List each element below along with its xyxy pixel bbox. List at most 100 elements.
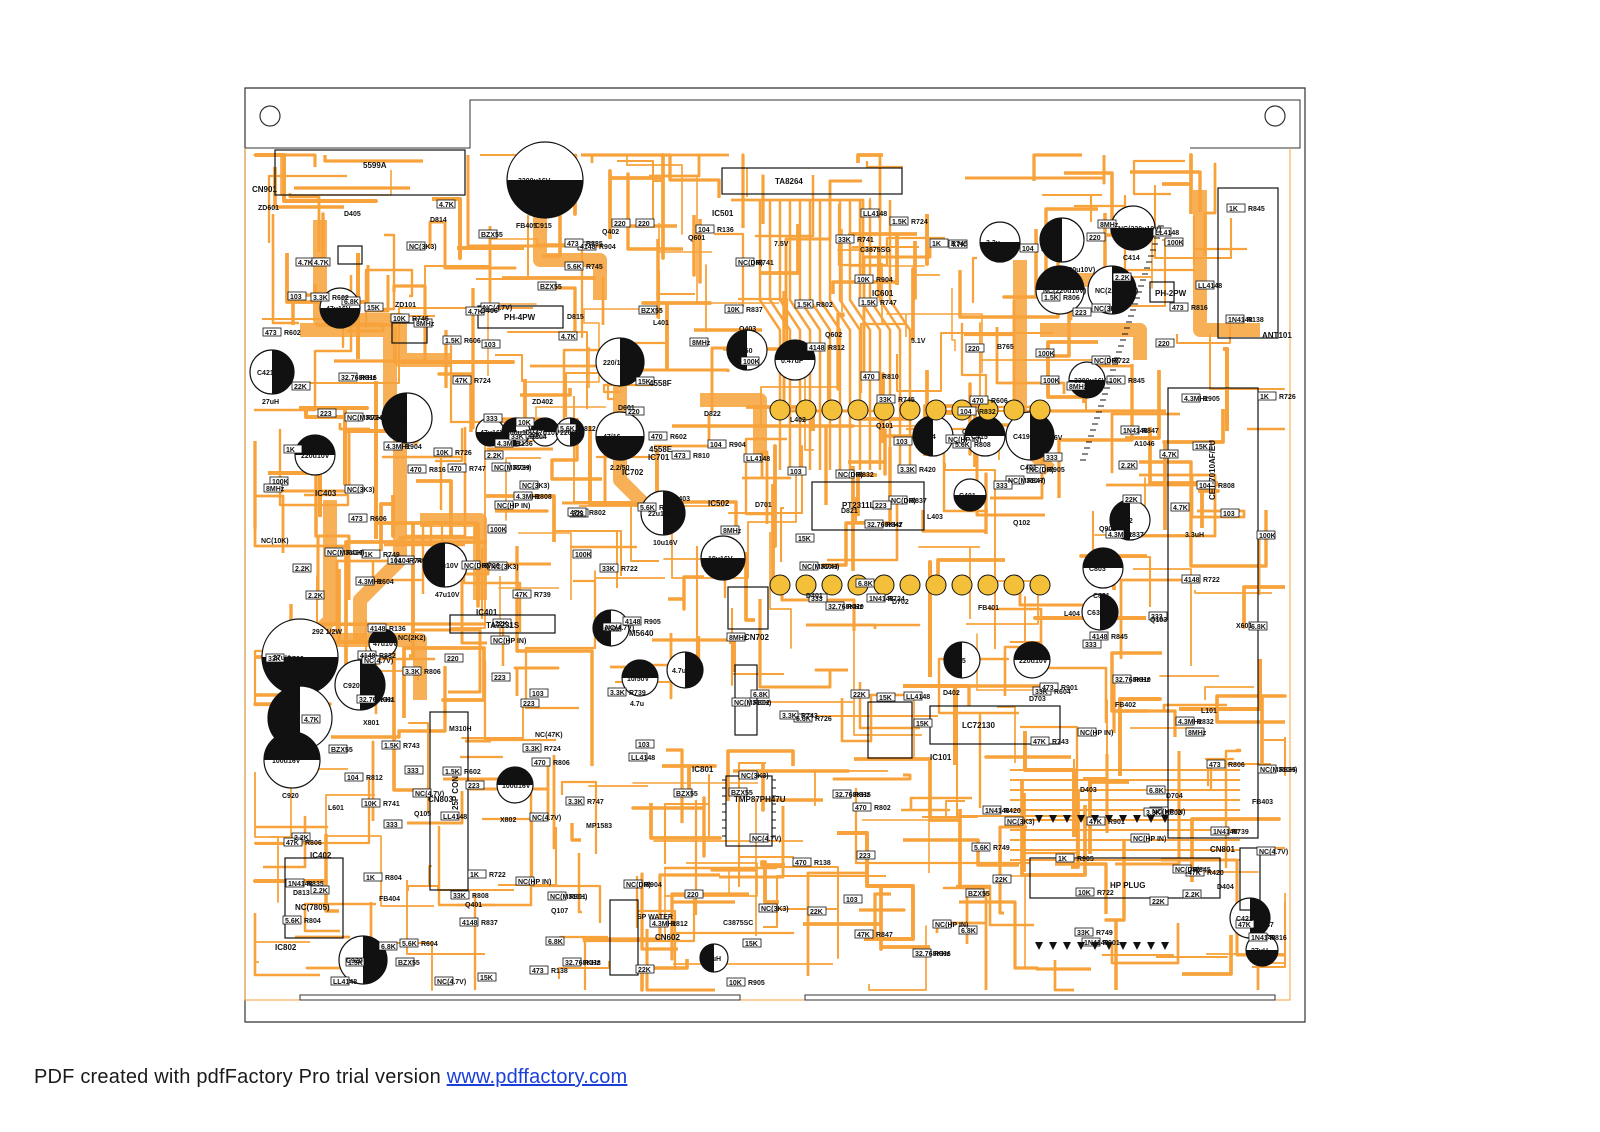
smd-resistor <box>720 525 740 535</box>
silk-label: R743 <box>801 713 818 720</box>
signal-trace <box>582 873 720 941</box>
silk-label: 22K <box>810 909 823 916</box>
silk-label: 15K <box>879 695 892 702</box>
smd-resistor <box>444 653 464 663</box>
silk-label: 3.3K <box>1146 810 1161 817</box>
diode <box>1119 815 1127 823</box>
silk-label: 6.8K <box>1149 788 1164 795</box>
silk-label: 4148 <box>1092 634 1108 641</box>
silk-label: 470 <box>410 467 422 474</box>
silk-label: NC(HP IN) <box>935 922 968 929</box>
smd-resistor <box>743 453 763 463</box>
silk-label: 3.3K <box>405 669 420 676</box>
smd-resistor <box>625 406 645 416</box>
signal-trace <box>507 331 588 409</box>
smd-resistor <box>537 281 557 291</box>
board-ground-ring <box>244 148 1291 1001</box>
smd-resistor <box>1185 727 1205 737</box>
signal-trace <box>657 500 738 534</box>
silk-label: NC(4.7V) <box>605 625 634 632</box>
signal-trace <box>668 575 704 611</box>
silk-label: R901 <box>378 697 395 704</box>
smd-resistor <box>1026 464 1046 474</box>
silk-label: BZX55 <box>641 308 663 315</box>
smd-resistor <box>413 318 433 328</box>
diode <box>1133 815 1141 823</box>
silk-label: R835 <box>307 881 324 888</box>
silk-label: D601 <box>618 405 635 412</box>
silk-label: 100K <box>575 552 592 559</box>
silk-label: 10K <box>729 980 742 987</box>
silk-label: 10/50V <box>627 676 650 683</box>
silk-label: 1N4148 <box>1084 940 1109 947</box>
signal-trace <box>896 332 1053 392</box>
silk-label: R739 <box>1232 829 1249 836</box>
silk-label: R810 <box>882 374 899 381</box>
signal-trace <box>663 773 711 864</box>
silk-label: 1.5K <box>384 743 399 750</box>
silk-label: R726 <box>455 450 472 457</box>
silk-label: R749 <box>409 558 426 565</box>
signal-trace <box>406 880 485 955</box>
silk-label: 0.47uF <box>781 358 804 365</box>
silk-label: 5.6K <box>640 505 655 512</box>
diode <box>1063 942 1071 950</box>
capacitor-polarity <box>264 732 320 760</box>
signal-trace <box>254 772 279 903</box>
smd-resistor <box>889 216 909 226</box>
signal-trace <box>837 831 915 941</box>
smd-resistor <box>1195 280 1215 290</box>
smd-resistor <box>1004 816 1024 826</box>
signal-trace <box>742 450 792 524</box>
signal-trace <box>409 522 415 658</box>
silk-label: R845 <box>1111 634 1128 641</box>
smd-resistor <box>1248 932 1268 942</box>
signal-trace <box>1162 153 1193 214</box>
silk-label: 103 <box>532 691 544 698</box>
footer-link[interactable]: www.pdffactory.com <box>446 1066 628 1088</box>
smd-resistor <box>806 342 826 352</box>
silk-label: R726 <box>483 563 500 570</box>
smd-resistor <box>602 622 622 632</box>
signal-trace <box>998 825 1027 915</box>
silk-label: LC72130 <box>962 721 995 730</box>
signal-trace <box>1175 315 1232 345</box>
silk-label: 104 <box>390 558 402 565</box>
silk-label: R806 <box>305 840 322 847</box>
signal-trace <box>814 770 888 806</box>
diode <box>1063 815 1071 823</box>
silk-label: R602 <box>464 769 481 776</box>
smd-resistor <box>412 788 432 798</box>
signal-trace <box>344 540 487 675</box>
signal-trace <box>806 871 869 976</box>
silk-label: 22K <box>638 967 651 974</box>
silk-label: 223 <box>875 503 887 510</box>
silk-label: 2.2/50 <box>733 348 753 355</box>
smd-resistor <box>364 302 384 312</box>
silk-label: L601 <box>328 805 344 812</box>
smd-resistor <box>395 957 415 967</box>
silk-label: C803 <box>1089 566 1106 573</box>
silk-label: R747 <box>587 799 604 806</box>
silk-label: 4.7K <box>1162 452 1177 459</box>
smd-resistor <box>344 772 364 782</box>
silk-label: 4.7K <box>314 260 329 267</box>
silk-label: BZX55 <box>676 791 698 798</box>
silk-label: TA8264 <box>775 177 803 186</box>
ceramic-capacitor <box>1029 574 1051 596</box>
regulator-7805 <box>284 857 344 939</box>
smd-resistor <box>262 327 282 337</box>
connector-5599A <box>274 149 466 196</box>
silk-label: R739 <box>629 690 646 697</box>
silk-label: LL4148 <box>746 456 770 463</box>
ceramic-capacitor <box>977 574 999 596</box>
ceramic-capacitor <box>795 574 817 596</box>
smd-resistor <box>442 766 462 776</box>
diode <box>1147 815 1155 823</box>
signal-trace <box>956 884 1034 927</box>
signal-trace <box>399 521 478 540</box>
smd-resistor <box>637 502 657 512</box>
silk-label: R604 <box>377 579 394 586</box>
smd-resistor <box>1039 682 1059 692</box>
smd-resistor <box>434 976 454 986</box>
